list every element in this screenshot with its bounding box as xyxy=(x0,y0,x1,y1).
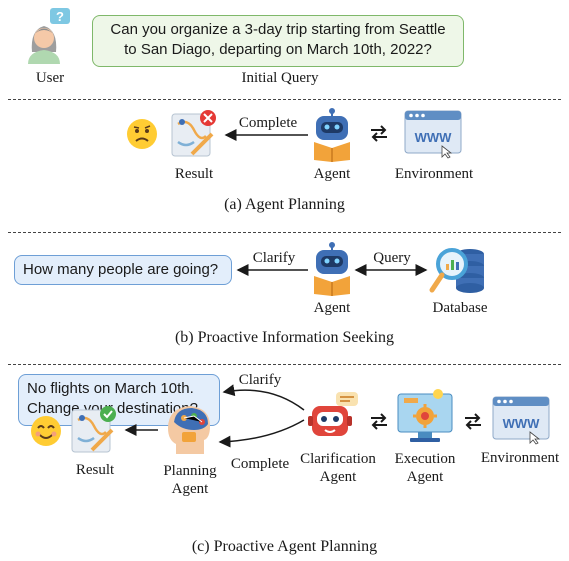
complete-label-c: Complete xyxy=(230,456,290,472)
clarify-label-b: Clarify xyxy=(252,250,296,266)
exchange-arrows-icon-c1 xyxy=(368,410,390,432)
query-text-line1: Can you organize a 3-day trip starting f… xyxy=(110,21,446,38)
user-icon: ? xyxy=(28,8,70,64)
query-label-b: Query xyxy=(373,250,411,266)
clar-label-line2: Agent xyxy=(319,469,357,485)
user-label: User xyxy=(35,70,65,86)
result-map-error-icon xyxy=(168,108,220,160)
happy-face-icon xyxy=(30,415,62,447)
www-text-c: WWW xyxy=(503,416,541,431)
planning-agent-brain-icon xyxy=(164,400,216,456)
user-avatar: ? xyxy=(20,8,76,64)
result-label-c: Result xyxy=(75,462,115,478)
complete-label-a: Complete xyxy=(238,115,298,131)
exchange-arrows-icon-a xyxy=(368,122,390,144)
caption-a: (a) Agent Planning xyxy=(224,196,345,213)
exec-label-line1: Execution xyxy=(394,451,456,467)
database-label: Database xyxy=(432,300,488,316)
clar-label-line1: Clarification xyxy=(300,451,376,467)
query-text-line2: to San Diago, departing on March 10th, 2… xyxy=(124,41,432,58)
result-label-a: Result xyxy=(174,166,214,182)
agent-robot-icon-b xyxy=(310,242,354,296)
environment-browser-icon-c: WWW xyxy=(492,396,550,445)
clarification-agent-label: Clarification Agent xyxy=(290,450,386,486)
message-line1: No flights on March 10th. xyxy=(27,380,194,397)
initial-query-bubble: Can you organize a 3-day trip starting f… xyxy=(92,15,464,67)
execution-agent-monitor-icon xyxy=(396,388,454,444)
database-icon xyxy=(429,240,488,296)
clarify-label-c: Clarify xyxy=(238,372,282,388)
execution-agent-label: Execution Agent xyxy=(378,450,472,486)
caption-c: (c) Proactive Agent Planning xyxy=(191,538,378,555)
www-text-a: WWW xyxy=(415,130,453,145)
divider-1 xyxy=(8,99,561,100)
planning-label-line1: Planning xyxy=(163,463,217,479)
message-bubble-c: No flights on March 10th. Change your de… xyxy=(18,374,220,426)
agent-label-a: Agent xyxy=(313,166,351,182)
question-bubble-b: How many people are going? xyxy=(14,255,232,285)
svg-text:?: ? xyxy=(56,9,64,24)
planning-label-line2: Agent xyxy=(171,481,209,497)
clarification-agent-robot-icon xyxy=(308,392,364,442)
environment-browser-icon-a: WWW xyxy=(404,110,462,159)
confused-face-icon xyxy=(126,118,158,150)
initial-query-caption: Initial Query xyxy=(241,70,319,86)
environment-label-c: Environment xyxy=(480,450,560,466)
exec-label-line2: Agent xyxy=(406,469,444,485)
environment-label-a: Environment xyxy=(394,166,474,182)
result-map-success-icon xyxy=(68,404,120,456)
divider-2 xyxy=(8,232,561,233)
agent-robot-icon-a xyxy=(310,108,354,162)
exchange-arrows-icon-c2 xyxy=(462,410,484,432)
caption-b: (b) Proactive Information Seeking xyxy=(174,329,395,346)
agent-label-b: Agent xyxy=(313,300,351,316)
divider-3 xyxy=(8,364,561,365)
planning-agent-label: Planning Agent xyxy=(150,462,230,498)
